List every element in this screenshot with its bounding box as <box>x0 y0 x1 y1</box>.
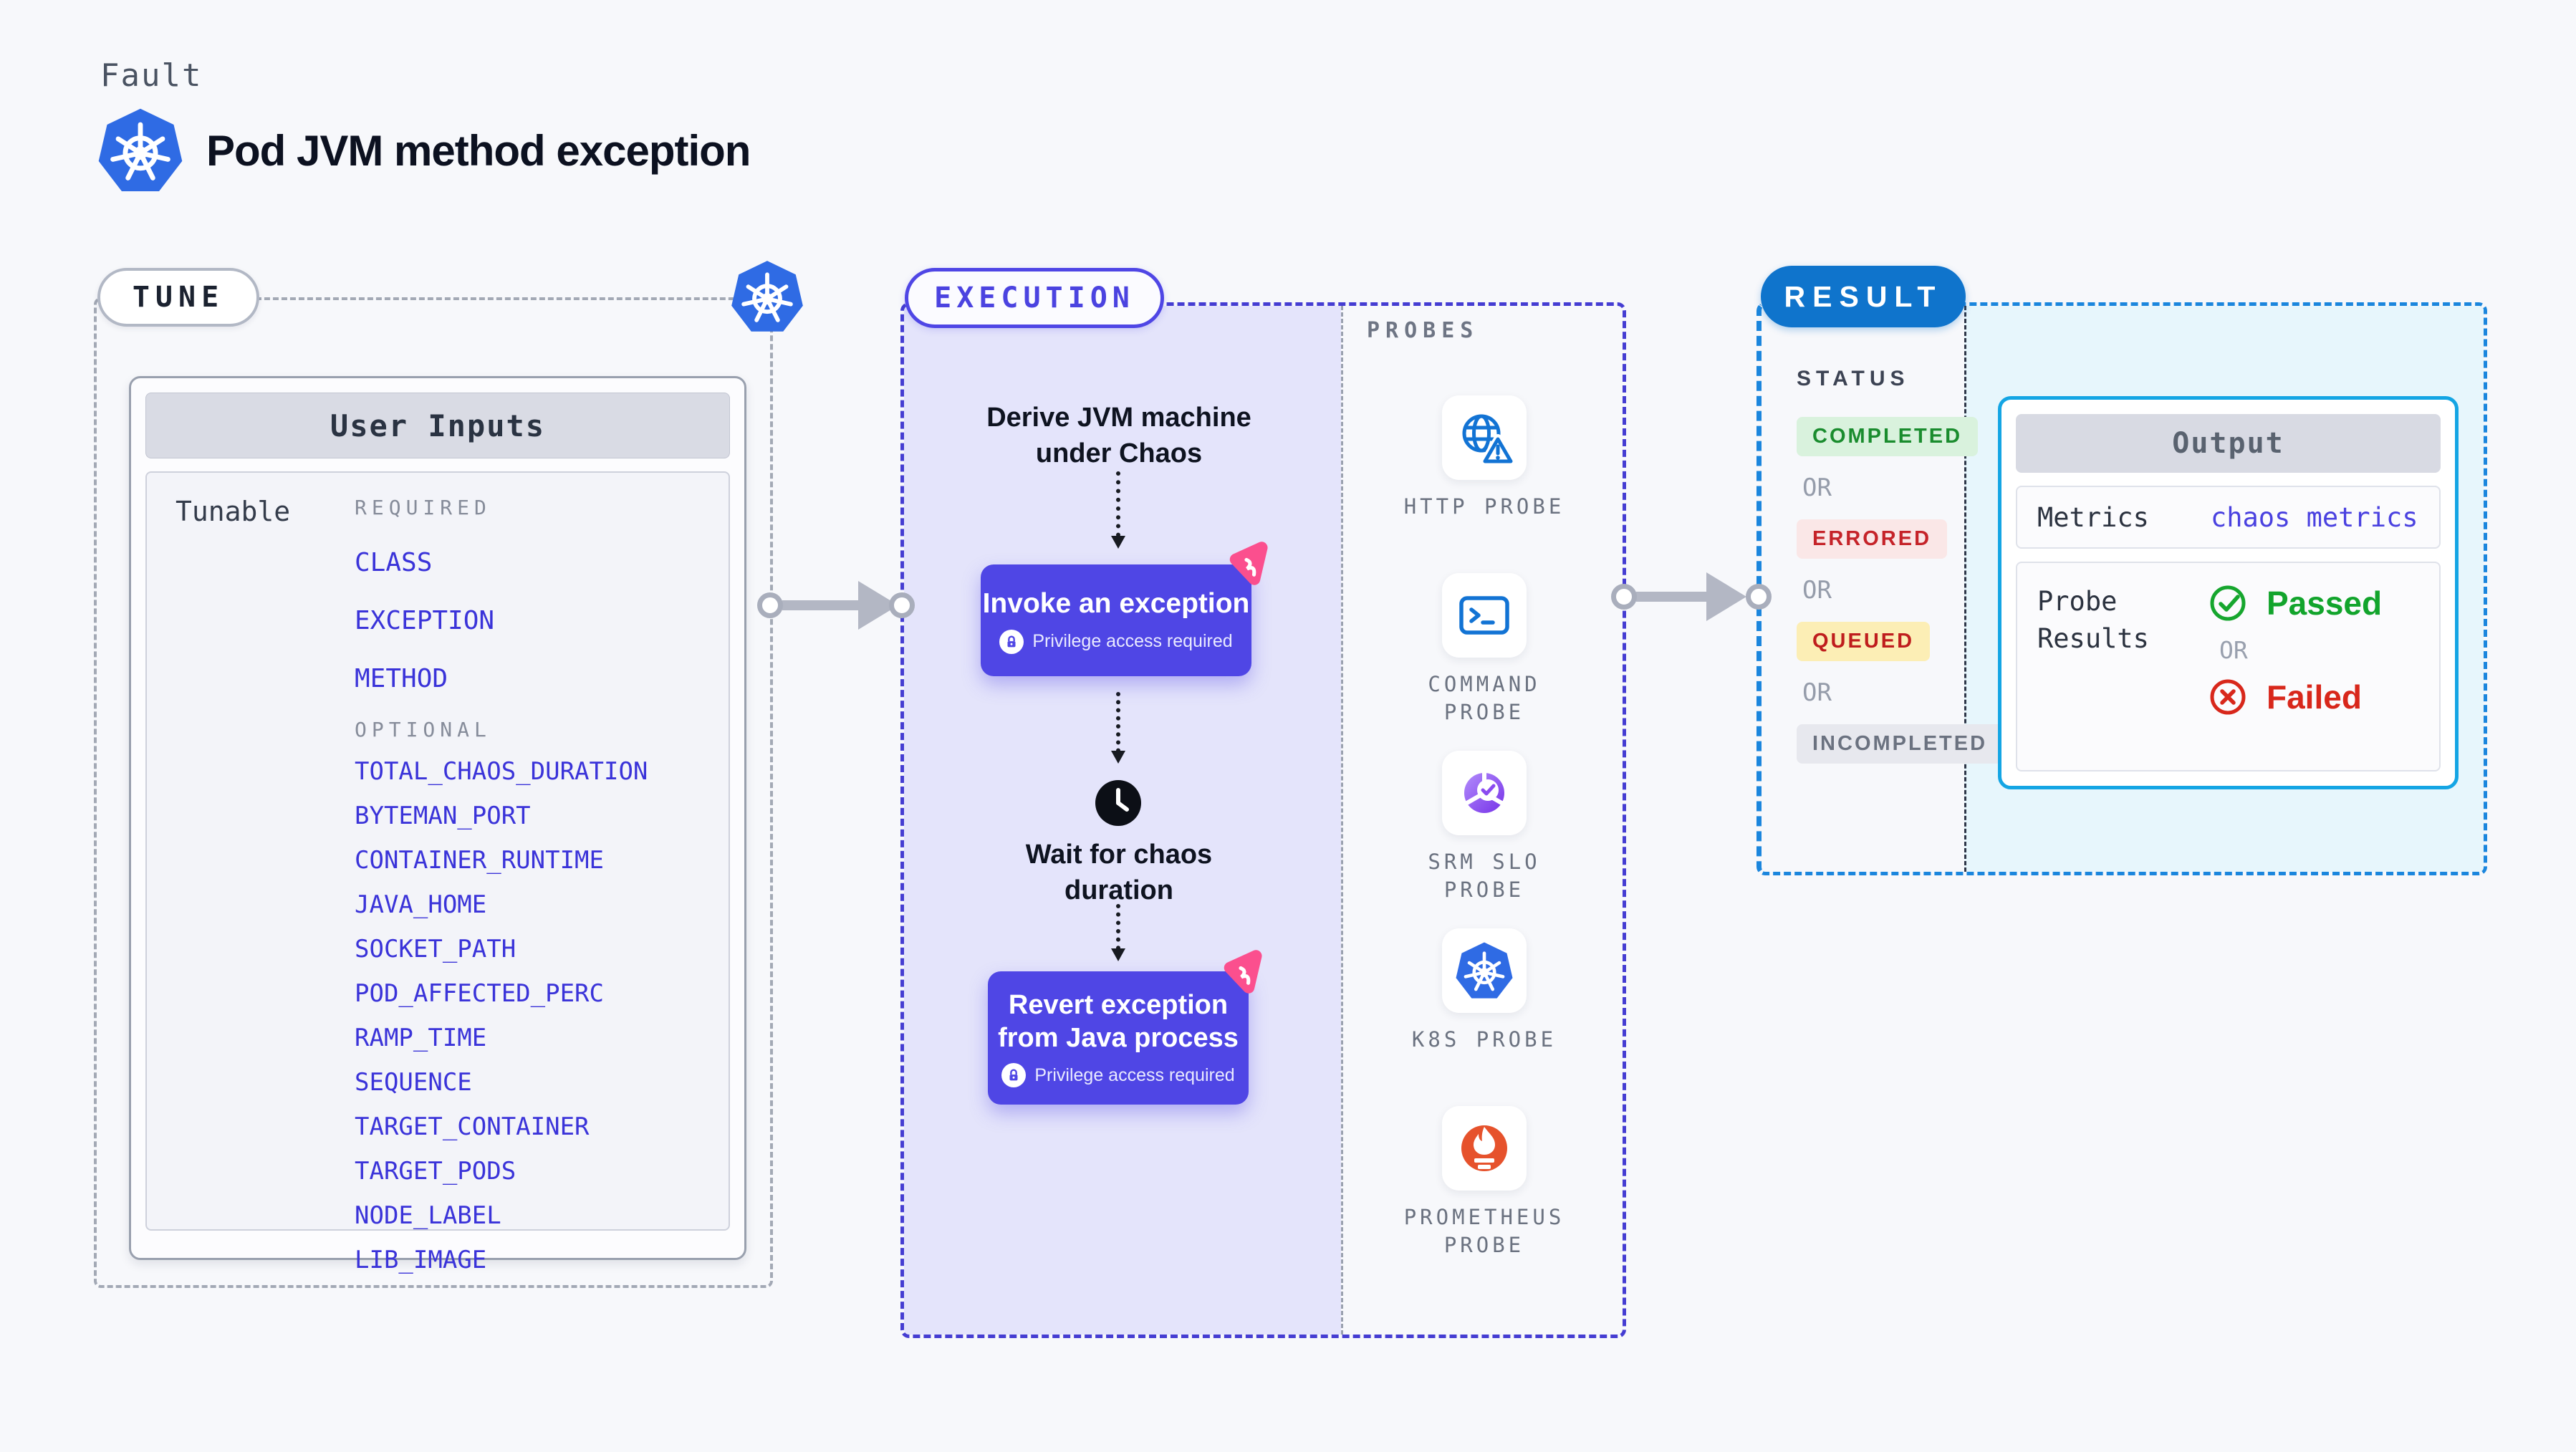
check-circle-icon <box>2210 585 2246 621</box>
flow-arrow-down-icon <box>1111 471 1125 549</box>
execution-pill: EXECUTION <box>905 268 1164 328</box>
failed-result: Failed <box>2208 677 2382 717</box>
probe-item-prometheus: PROMETHEUS PROBE <box>1404 1106 1565 1284</box>
wait-step-label: Wait for chaos duration <box>1025 840 1213 906</box>
failed-label: Failed <box>2267 678 2362 716</box>
invoke-step-title: Invoke an exception <box>982 588 1250 620</box>
metrics-value: chaos metrics <box>2210 501 2418 533</box>
optional-heading: OPTIONAL <box>355 718 491 741</box>
probe-label: SRM SLO PROBE <box>1428 850 1541 903</box>
privilege-note: Privilege access required <box>1001 1063 1235 1088</box>
page-header: Pod JVM method exception <box>96 106 751 195</box>
probe-item-http: HTTP PROBE <box>1404 395 1565 573</box>
probes-list: HTTP PROBE COMMAND PROBE <box>1348 395 1620 1284</box>
or-label: OR <box>2219 636 2248 664</box>
status-badge-queued: QUEUED <box>1797 622 1931 661</box>
arrowhead-icon <box>1706 572 1746 621</box>
tunable-item: JAVA_HOME <box>355 890 487 919</box>
passed-result: Passed <box>2208 583 2382 623</box>
flow-arrow-down-icon <box>1111 904 1125 961</box>
output-card: Output Metrics chaos metrics Probe Resul… <box>1998 396 2459 789</box>
tunable-item: BYTEMAN_PORT <box>355 802 531 830</box>
passed-label: Passed <box>2267 585 2383 622</box>
globe-alert-icon <box>1441 395 1527 480</box>
status-heading: STATUS <box>1797 367 1910 390</box>
connector-dot <box>1611 584 1637 610</box>
or-label: OR <box>1802 473 1832 502</box>
or-label: OR <box>1802 576 1832 605</box>
tunable-list: REQUIRED CLASS EXCEPTION METHOD OPTIONAL… <box>355 496 648 1274</box>
arrow-execution-to-result <box>1636 592 1711 602</box>
tune-pill: TUNE <box>97 268 259 327</box>
invoke-exception-step: Invoke an exception Privilege access req… <box>981 542 1268 676</box>
lock-icon <box>999 629 1024 654</box>
probe-item-command: COMMAND PROBE <box>1428 573 1540 751</box>
probe-results-row: Probe Results Passed OR Failed <box>2016 562 2441 771</box>
privilege-note: Privilege access required <box>999 629 1233 654</box>
terminal-icon <box>1442 573 1527 658</box>
tunable-item: TARGET_CONTAINER <box>355 1112 590 1141</box>
page-title: Pod JVM method exception <box>206 126 751 175</box>
revert-step-title: Revert exception from Java process <box>998 989 1239 1053</box>
metrics-label: Metrics <box>2037 501 2149 533</box>
probes-divider <box>1341 306 1343 1335</box>
x-circle-icon <box>2210 679 2246 715</box>
privilege-note-text: Privilege access required <box>1032 631 1233 652</box>
tunable-item: NODE_LABEL <box>355 1201 501 1230</box>
kubernetes-icon <box>1441 928 1527 1013</box>
execution-section <box>900 302 1626 1338</box>
tunable-item: POD_AFFECTED_PERC <box>355 979 604 1008</box>
metrics-row: Metrics chaos metrics <box>2016 486 2441 549</box>
status-list: COMPLETED OR ERRORED OR QUEUED OR INCOMP… <box>1797 417 2004 764</box>
connector-dot <box>757 592 783 618</box>
connector-dot <box>889 592 915 618</box>
tunable-item: TARGET_PODS <box>355 1157 516 1186</box>
lock-icon <box>1001 1063 1027 1088</box>
slo-donut-check-icon <box>1442 751 1527 835</box>
flow-arrow-down-icon <box>1111 692 1125 764</box>
tunable-item: CONTAINER_RUNTIME <box>355 846 604 875</box>
probe-label: PROMETHEUS PROBE <box>1403 1205 1565 1258</box>
clock-icon <box>1095 780 1141 826</box>
user-inputs-title: User Inputs <box>145 393 730 458</box>
fault-eyebrow: Fault <box>100 57 203 94</box>
revert-exception-step: Revert exception from Java process Privi… <box>988 950 1262 1105</box>
probe-item-srm-slo: SRM SLO PROBE <box>1428 751 1540 928</box>
chaos-icon <box>1229 542 1268 585</box>
tunable-item: SEQUENCE <box>355 1068 472 1097</box>
probes-heading: PROBES <box>1367 318 1479 343</box>
user-inputs-card: User Inputs Tunable REQUIRED CLASS EXCEP… <box>129 376 746 1274</box>
probe-label: COMMAND PROBE <box>1428 672 1541 725</box>
probe-label: K8S PROBE <box>1411 1027 1557 1052</box>
status-badge-incompleted: INCOMPLETED <box>1797 724 2004 764</box>
tunable-item: CLASS <box>355 548 433 577</box>
arrow-tune-to-execution <box>782 600 862 610</box>
kubernetes-icon <box>98 108 183 192</box>
user-inputs-body: Tunable REQUIRED CLASS EXCEPTION METHOD … <box>145 471 730 1274</box>
output-title: Output <box>2016 414 2441 473</box>
tunable-item: LIB_IMAGE <box>355 1246 487 1274</box>
tunable-item: SOCKET_PATH <box>355 935 516 963</box>
tunable-label: Tunable <box>176 496 291 527</box>
prometheus-flame-icon <box>1441 1106 1527 1191</box>
tunable-item: METHOD <box>355 664 448 693</box>
connector-dot <box>1746 584 1772 610</box>
probe-results-values: Passed OR Failed <box>2208 583 2382 750</box>
probe-item-k8s: K8S PROBE <box>1412 928 1557 1106</box>
or-label: OR <box>1802 678 1832 707</box>
tune-section <box>94 297 773 1288</box>
tunable-item: RAMP_TIME <box>355 1024 487 1052</box>
tunable-item: EXCEPTION <box>355 606 495 635</box>
required-heading: REQUIRED <box>355 496 491 519</box>
tunable-item: TOTAL_CHAOS_DURATION <box>355 757 648 786</box>
probe-results-label: Probe Results <box>2037 586 2149 654</box>
status-badge-completed: COMPLETED <box>1797 417 1979 456</box>
result-pill: RESULT <box>1761 266 1966 327</box>
probe-label: HTTP PROBE <box>1403 494 1565 519</box>
kubernetes-icon <box>731 261 803 332</box>
chaos-icon <box>1224 950 1262 994</box>
privilege-note-text: Privilege access required <box>1034 1064 1235 1085</box>
status-badge-errored: ERRORED <box>1797 519 1948 559</box>
derive-step-label: Derive JVM machine under Chaos <box>986 403 1251 469</box>
